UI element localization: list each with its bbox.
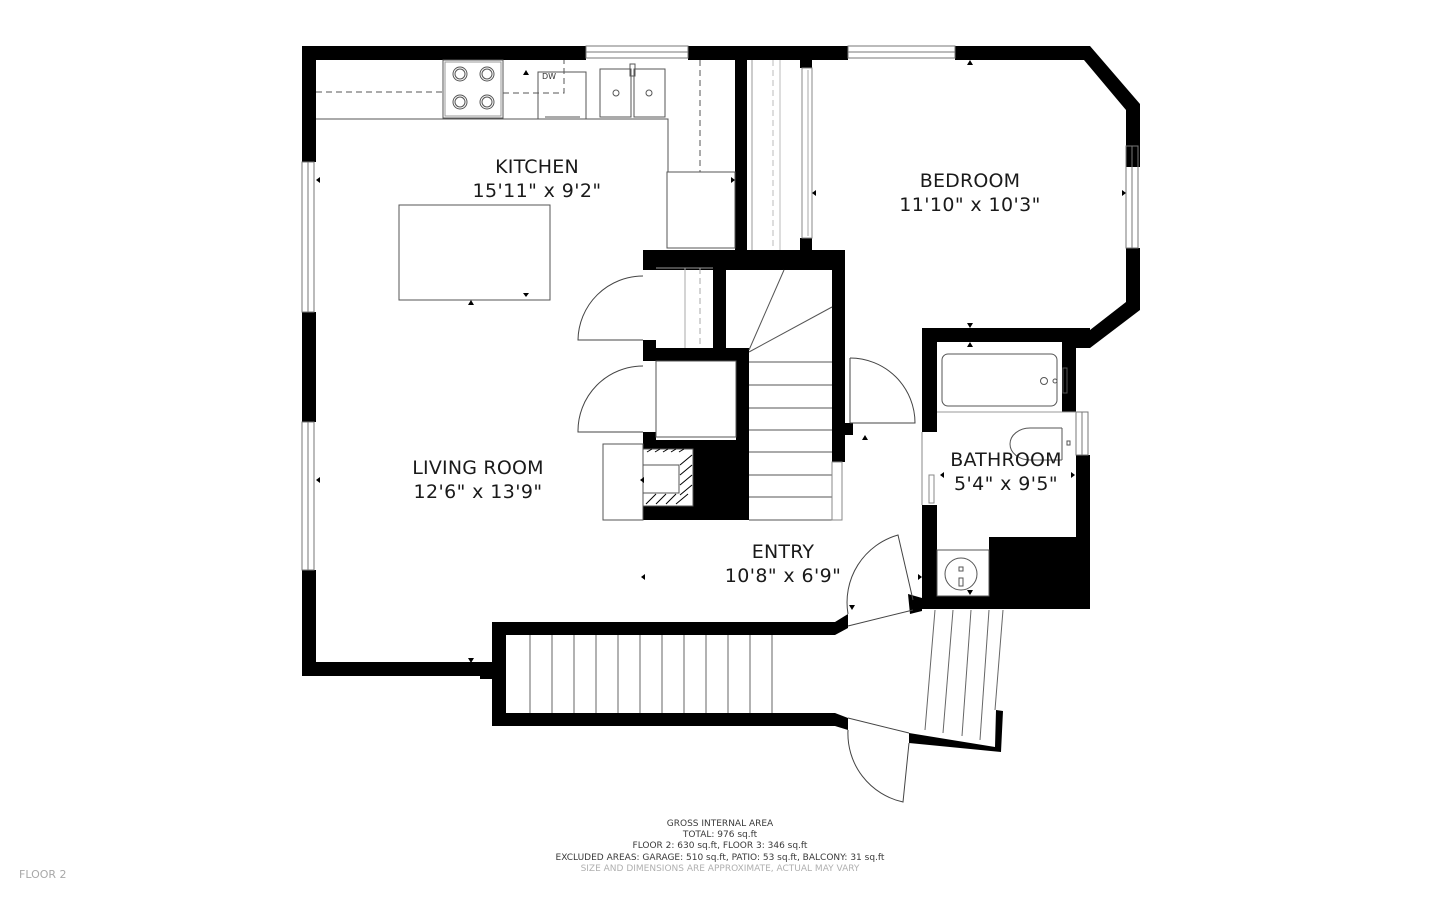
fireplace-hatch <box>645 448 693 505</box>
floor-label: FLOOR 2 <box>19 868 67 881</box>
room-bathroom: BATHROOM 5'4" x 9'5" <box>936 448 1076 496</box>
summary-total: TOTAL: 976 sq.ft <box>682 830 758 841</box>
area-summary: GROSS INTERNAL AREA TOTAL: 976 sq.ft FLO… <box>520 819 920 875</box>
room-kitchen: KITCHEN 15'11" x 9'2" <box>427 155 647 203</box>
room-name: LIVING ROOM <box>412 457 544 479</box>
room-bedroom: BEDROOM 11'10" x 10'3" <box>860 169 1080 217</box>
bathroom-fixtures <box>936 353 1076 597</box>
summary-title: GROSS INTERNAL AREA <box>666 819 774 829</box>
room-name: BATHROOM <box>950 449 1062 471</box>
dishwasher-label: DW <box>542 72 557 81</box>
room-dimensions: 12'6" x 13'9" <box>413 481 543 503</box>
room-dimensions: 11'10" x 10'3" <box>899 194 1041 216</box>
measurement-markers <box>316 60 1126 663</box>
doors <box>577 275 935 803</box>
windows <box>301 45 1139 571</box>
room-living-room: LIVING ROOM 12'6" x 13'9" <box>368 456 588 504</box>
kitchen-fixtures <box>316 59 813 301</box>
room-name: KITCHEN <box>495 156 579 178</box>
stairs-lower <box>529 609 1004 741</box>
stairs-internal <box>602 267 843 521</box>
room-dimensions: 15'11" x 9'2" <box>472 180 602 202</box>
summary-excluded: EXCLUDED AREAS: GARAGE: 510 sq.ft, PATIO… <box>555 852 885 863</box>
room-entry: ENTRY 10'8" x 6'9" <box>673 540 893 588</box>
room-name: ENTRY <box>751 541 815 563</box>
walls <box>302 46 1140 752</box>
room-dimensions: 10'8" x 6'9" <box>724 565 842 587</box>
room-name: BEDROOM <box>919 170 1021 192</box>
room-dimensions: 5'4" x 9'5" <box>953 473 1058 495</box>
summary-floors: FLOOR 2: 630 sq.ft, FLOOR 3: 346 sq.ft <box>632 841 808 852</box>
summary-disclaimer: SIZE AND DIMENSIONS ARE APPROXIMATE, ACT… <box>580 863 860 874</box>
